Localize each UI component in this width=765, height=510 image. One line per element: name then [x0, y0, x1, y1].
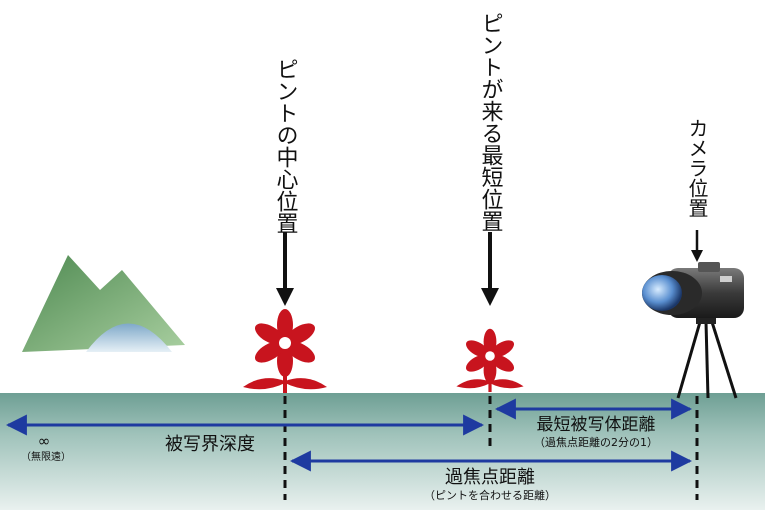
hyperfocal-distance-note: （ピントを合わせる距離）	[424, 488, 556, 502]
ground	[0, 393, 765, 510]
infinity-note: （無限遠）	[21, 450, 71, 463]
infinity-symbol: ∞	[38, 432, 51, 450]
down-arrow-camera	[691, 230, 703, 262]
min-subject-distance-note: （過焦点距離の2分の1）	[534, 435, 658, 449]
label-nearest-focus: ピントが来る最短位置	[478, 12, 504, 232]
down-arrow-nearest-focus	[481, 232, 499, 306]
depth-of-field-label: 被写界深度	[165, 434, 255, 455]
label-focus-center: ピントの中心位置	[273, 58, 299, 234]
camera-icon	[642, 262, 744, 399]
flower-focus-center	[243, 309, 327, 393]
min-subject-distance-label: 最短被写体距離	[537, 415, 656, 435]
down-arrow-focus-center	[276, 232, 294, 306]
flower-nearest-focus	[456, 328, 524, 393]
mountain-illustration	[22, 255, 185, 352]
label-camera-position: カメラ位置	[685, 118, 709, 218]
hyperfocal-distance-label: 過焦点距離	[445, 467, 535, 488]
